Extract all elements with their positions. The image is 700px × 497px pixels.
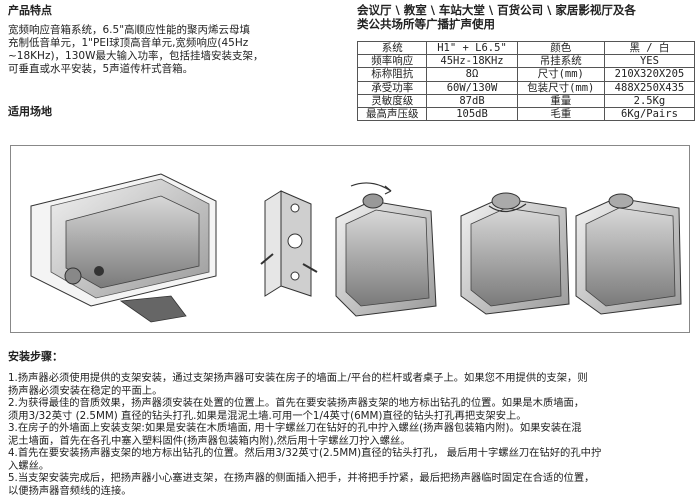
spec-row: 灵敏度级 87dB 重量 2.5Kg (358, 94, 695, 107)
install-step-line: 入螺丝。 (8, 460, 692, 473)
spec-label: 包装尺寸(mm) (517, 81, 604, 94)
spec-row: 频率响应 45Hz-18KHz 吊挂系统 YES (358, 55, 695, 68)
spec-label: 重量 (517, 94, 604, 107)
spec-label: 毛重 (517, 107, 604, 120)
specs-table: 系统 H1" + L6.5" 颜色 黑 / 白 频率响应 45Hz-18KHz … (357, 41, 695, 121)
install-step-line: 泥土墙面，首先在各孔中塞入塑料固件(扬声器包装箱内附),然后用十字螺丝刀拧入螺丝… (8, 435, 692, 448)
install-step-line: 4.首先在要安装扬声器支架的地方标出钻孔的位置。然后用3/32英寸(2.5MM)… (8, 447, 692, 460)
speaker-step-2-icon (336, 183, 436, 316)
install-title: 安装步骤： (8, 348, 63, 364)
spec-value: H1" + L6.5" (427, 42, 517, 55)
spec-value: 60W/130W (427, 81, 517, 94)
install-step-line: 须用3/32英寸 (2.5MM) 直径的钻头打孔.如果是混泥土墙.可用一个1/4… (8, 410, 692, 423)
spec-value: 105dB (427, 107, 517, 120)
speaker-step-4-icon (576, 194, 681, 314)
spec-label: 尺寸(mm) (517, 68, 604, 81)
spec-label: 灵敏度级 (358, 94, 427, 107)
install-step-line: 1.扬声器必须使用提供的支架安装，通过支架扬声器可安装在房子的墙面上/平台的栏杆… (8, 372, 692, 385)
spec-label: 吊挂系统 (517, 55, 604, 68)
installation-drawing (11, 146, 689, 332)
venues-text: 会议厅 \ 教室 \ 车站大堂 \ 百货公司 \ 家居影视厅及各 类公共场所等广… (357, 3, 695, 31)
spec-value: 黑 / 白 (604, 42, 694, 55)
speaker-step-3-icon (461, 193, 569, 314)
spec-value: 8Ω (427, 68, 517, 81)
spec-label: 颜色 (517, 42, 604, 55)
spec-value: YES (604, 55, 694, 68)
install-step-line: 扬声器必须安装在稳定的平面上。 (8, 385, 692, 398)
spec-label: 标称阻抗 (358, 68, 427, 81)
install-step-line: 5.当支架安装完成后，把扬声器小心塞进支架，在扬声器的侧面插入把手，并将把手拧紧… (8, 472, 692, 485)
wall-bracket-icon (261, 191, 317, 296)
spec-value: 2.5Kg (604, 94, 694, 107)
spec-label: 最高声压级 (358, 107, 427, 120)
spec-row: 标称阻抗 8Ω 尺寸(mm) 210X320X205 (358, 68, 695, 81)
spec-value: 488X250X435 (604, 81, 694, 94)
spec-value: 45Hz-18KHz (427, 55, 517, 68)
venues-title: 适用场地 (8, 103, 52, 119)
install-steps: 1.扬声器必须使用提供的支架安装，通过支架扬声器可安装在房子的墙面上/平台的栏杆… (8, 372, 692, 497)
spec-value: 87dB (427, 94, 517, 107)
spec-label: 频率响应 (358, 55, 427, 68)
installation-illustration (10, 145, 690, 333)
spec-row: 最高声压级 105dB 毛重 6Kg/Pairs (358, 107, 695, 120)
install-step-line: 3.在房子的外墙面上安装支架:如果是安装在木质墙面, 用十字螺丝刀在钻好的孔中拧… (8, 422, 692, 435)
speaker-large-icon (31, 174, 216, 322)
spec-label: 承受功率 (358, 81, 427, 94)
features-text: 宽频响应音箱系统，6.5"高顺应性能的聚丙烯云母填 充制低音单元，1"PEI球顶… (8, 24, 353, 76)
spec-label: 系统 (358, 42, 427, 55)
spec-value: 6Kg/Pairs (604, 107, 694, 120)
install-step-line: 2.为获得最佳的音质效果，扬声器须安装在处置的位置上。首先在要安装扬声器支架的地… (8, 397, 692, 410)
features-title: 产品特点 (8, 2, 52, 18)
spec-row: 承受功率 60W/130W 包装尺寸(mm) 488X250X435 (358, 81, 695, 94)
spec-row: 系统 H1" + L6.5" 颜色 黑 / 白 (358, 42, 695, 55)
spec-value: 210X320X205 (604, 68, 694, 81)
